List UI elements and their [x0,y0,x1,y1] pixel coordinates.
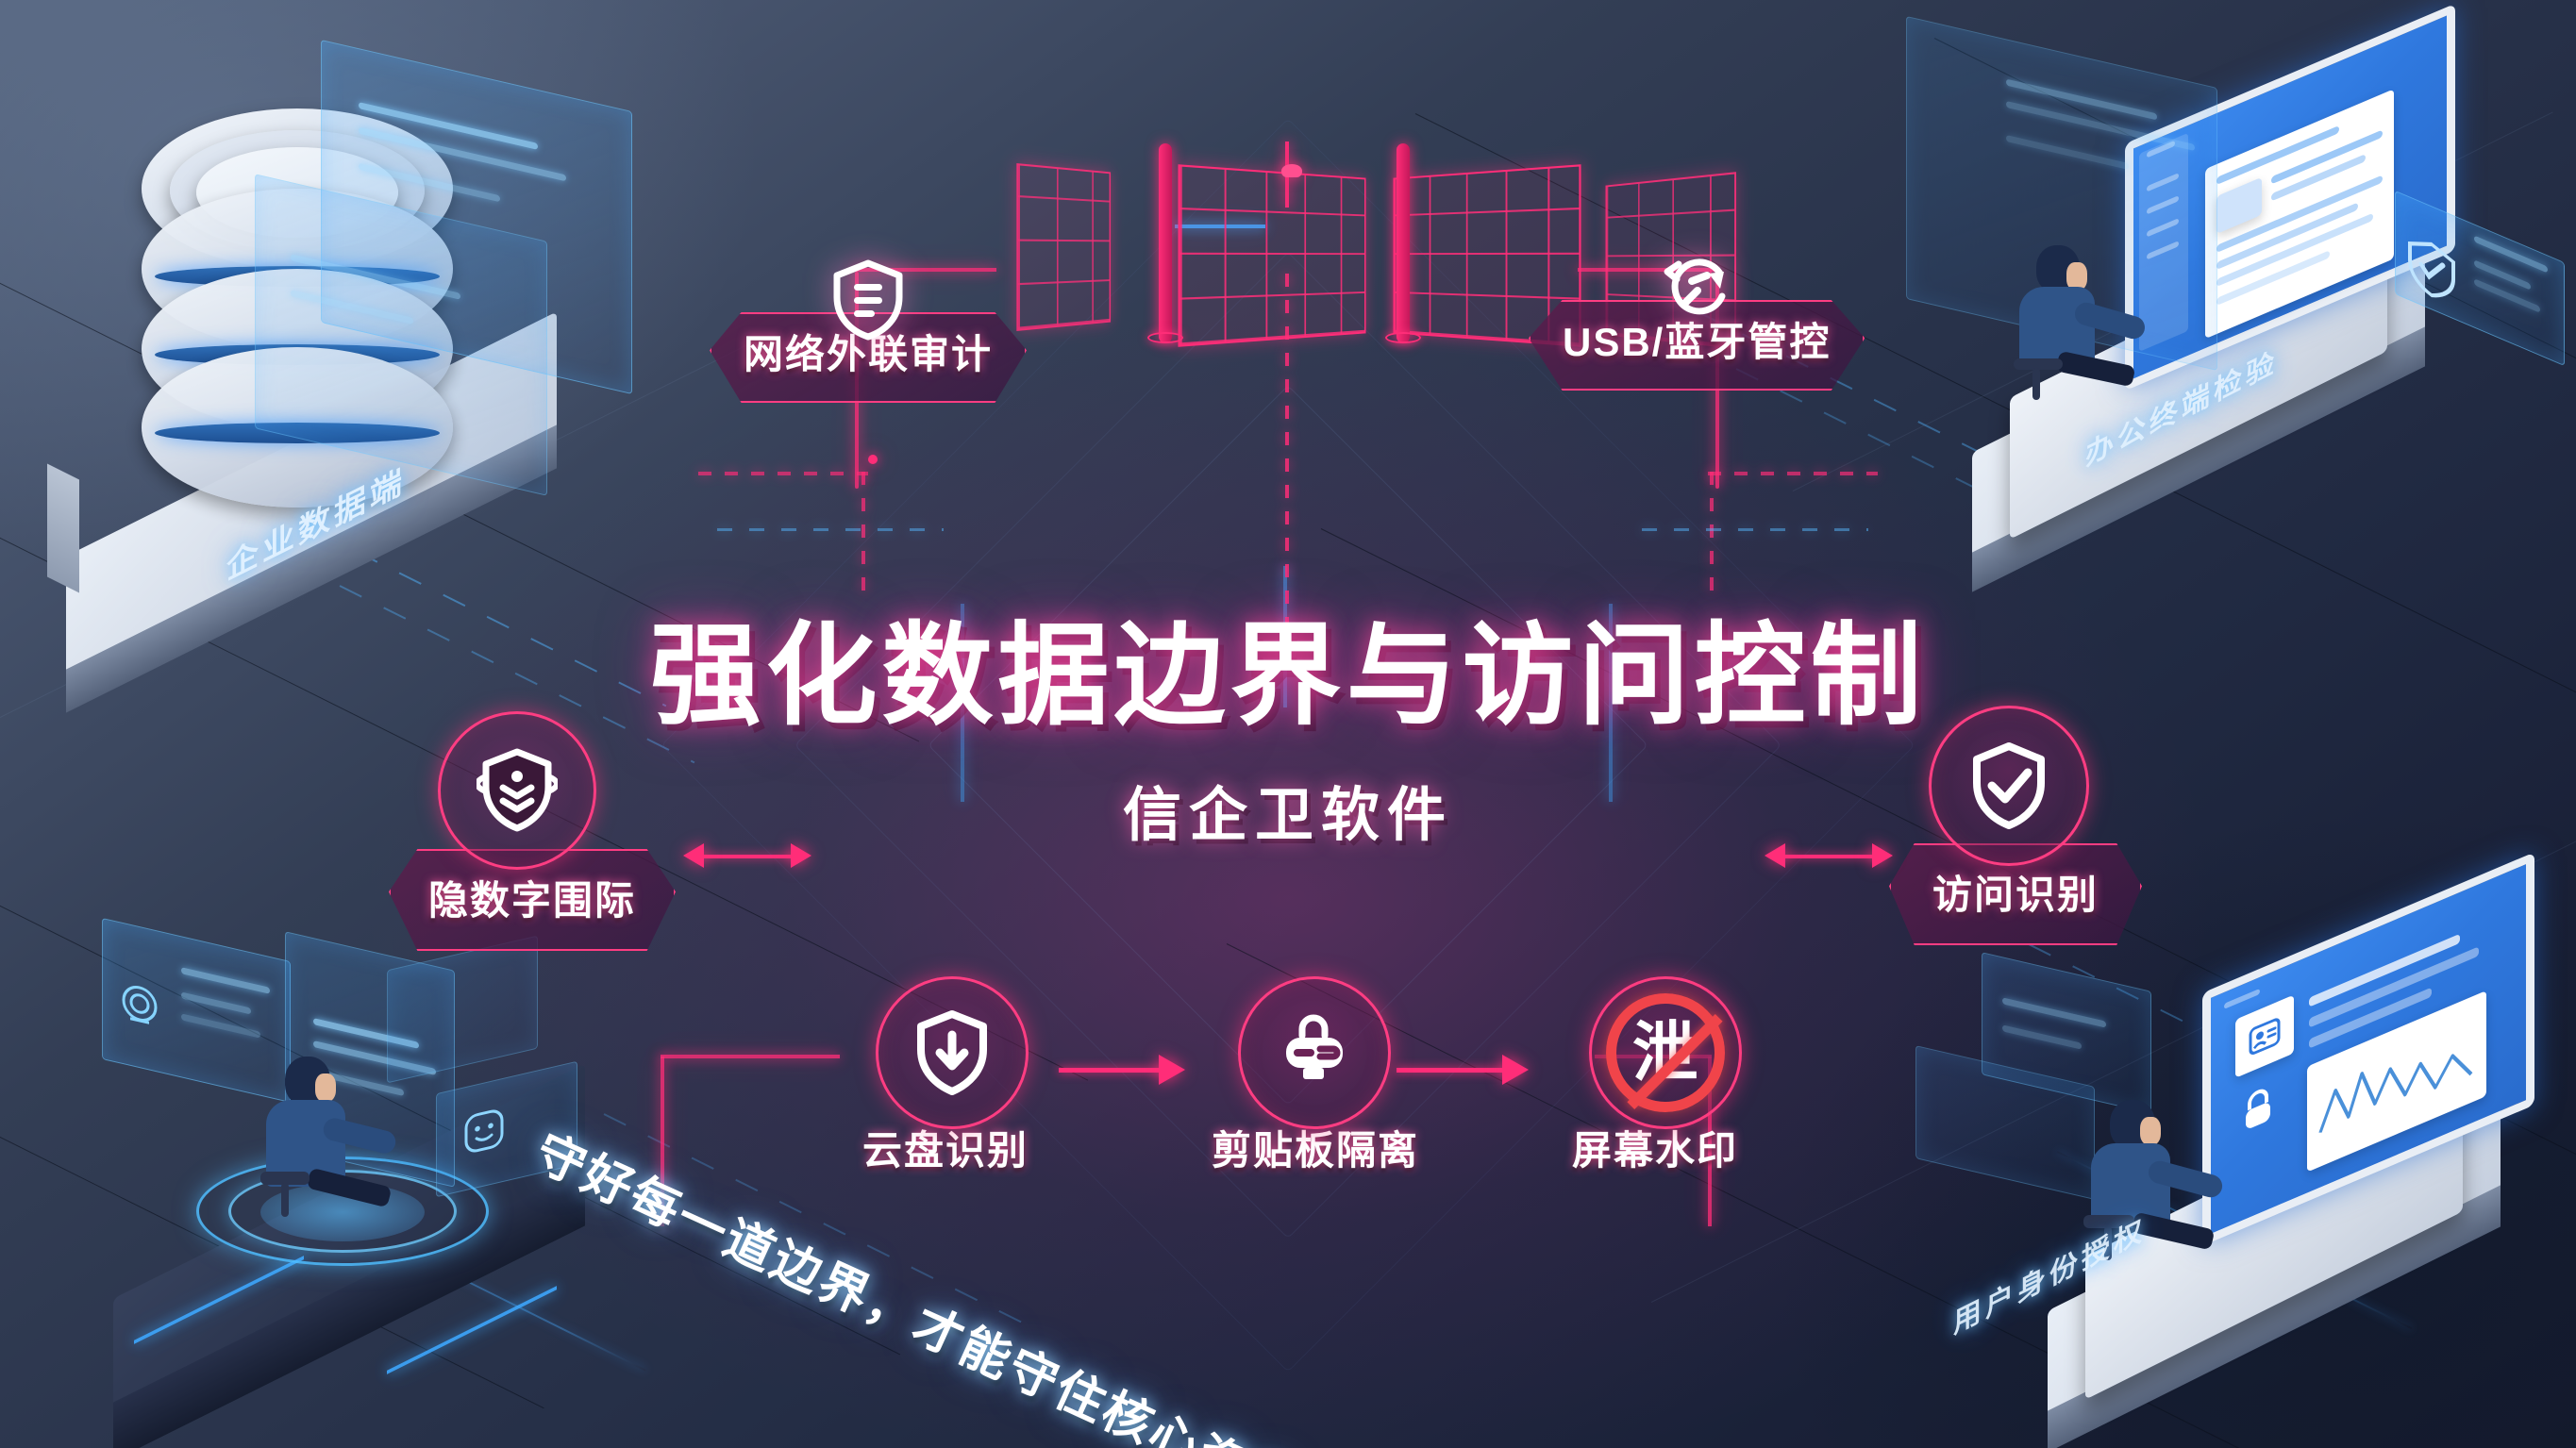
badge-network-audit[interactable]: 网络外联审计 [710,259,1028,403]
badge-usb-bluetooth[interactable]: USB/蓝牙管控 [1529,247,1865,391]
badge-screen-watermark[interactable]: 泄 屏幕水印 [1540,976,1770,1195]
usb-bluetooth-block-icon [1664,258,1726,315]
badge-screen-watermark-ring: 泄 [1589,976,1742,1129]
clipboard-lock-icon [1286,1014,1343,1079]
fingerprint-icon [122,986,158,1024]
badge-access-identify[interactable]: 访问识别 [1889,706,2143,945]
badge-clipboard-isolation-label: 剪贴板隔离 [1212,1128,1420,1173]
badge-data-perimeter[interactable]: 隐数字围际 [389,711,677,951]
office-laptop-device: 办公终端检验 [1906,3,2565,592]
badge-data-perimeter-ring [438,711,596,870]
enterprise-database-device: 企业数据端 [38,39,661,713]
security-barrier [1016,123,1737,443]
badge-cloud-disk[interactable]: 云盘识别 [830,976,1061,1195]
face-recognition-icon [464,1109,504,1153]
badge-screen-watermark-label: 屏幕水印 [1572,1128,1739,1173]
badge-clipboard-isolation-ring [1238,976,1391,1129]
id-card-icon [2249,1018,2281,1055]
shield-check-icon [2408,241,2455,298]
badge-usb-bluetooth-label: USB/蓝牙管控 [1563,320,1832,364]
badge-data-perimeter-label: 隐数字围际 [428,878,637,923]
shield-document-icon [833,259,903,341]
badge-cloud-disk-label: 云盘识别 [862,1128,1029,1173]
shield-layers-icon [477,748,558,832]
security-console-device [75,917,679,1448]
badge-access-identify-label: 访问识别 [1932,873,2099,917]
lock-icon [2246,1089,2270,1128]
shield-download-icon [917,1010,987,1095]
badge-access-identify-ring [1929,706,2089,866]
no-leak-icon: 泄 [1606,993,1725,1112]
user-laptop-device: 用户身份授权 [1915,852,2576,1448]
badge-screen-watermark-plate[interactable]: 屏幕水印 [1540,1107,1770,1195]
badge-usb-bluetooth-plate[interactable]: USB/蓝牙管控 [1529,300,1865,391]
badge-cloud-disk-ring [876,976,1029,1129]
badge-clipboard-isolation-plate[interactable]: 剪贴板隔离 [1179,1107,1451,1195]
badge-cloud-disk-plate[interactable]: 云盘识别 [830,1107,1061,1195]
badge-clipboard-isolation[interactable]: 剪贴板隔离 [1179,976,1451,1195]
shield-check-icon [1973,742,2045,829]
wave-chart-icon [2318,1054,2473,1133]
